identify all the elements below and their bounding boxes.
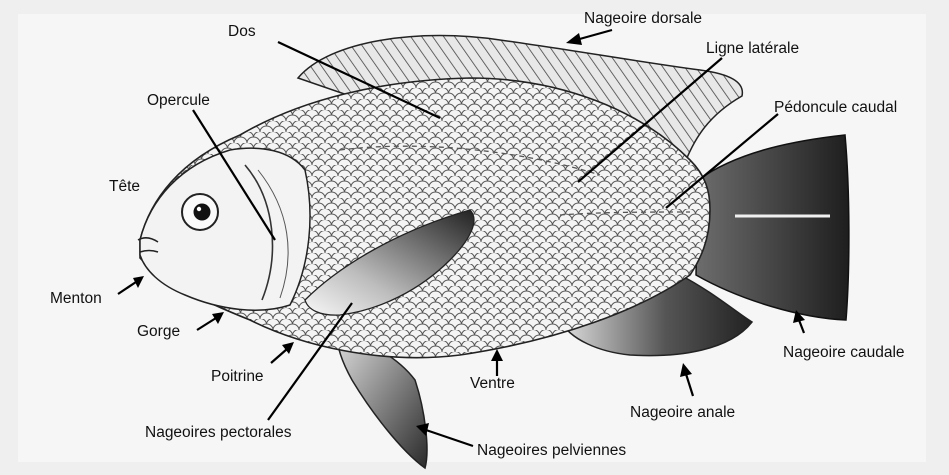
label-nageoires-pectorales: Nageoires pectorales	[145, 425, 291, 441]
label-pedoncule-caudal: Pédoncule caudal	[774, 100, 897, 116]
label-nageoire-dorsale: Nageoire dorsale	[584, 11, 702, 27]
label-gorge: Gorge	[137, 324, 180, 340]
label-dos: Dos	[228, 24, 256, 40]
label-ventre: Ventre	[470, 376, 515, 392]
label-opercule: Opercule	[147, 93, 210, 109]
label-poitrine: Poitrine	[211, 369, 264, 385]
label-ligne-laterale: Ligne latérale	[706, 41, 799, 57]
label-menton: Menton	[50, 291, 102, 307]
label-tete: Tête	[109, 179, 140, 195]
label-nageoire-anale: Nageoire anale	[630, 405, 735, 421]
label-nageoire-caudale: Nageoire caudale	[783, 345, 905, 361]
label-nageoires-pelviennes: Nageoires pelviennes	[477, 443, 626, 459]
